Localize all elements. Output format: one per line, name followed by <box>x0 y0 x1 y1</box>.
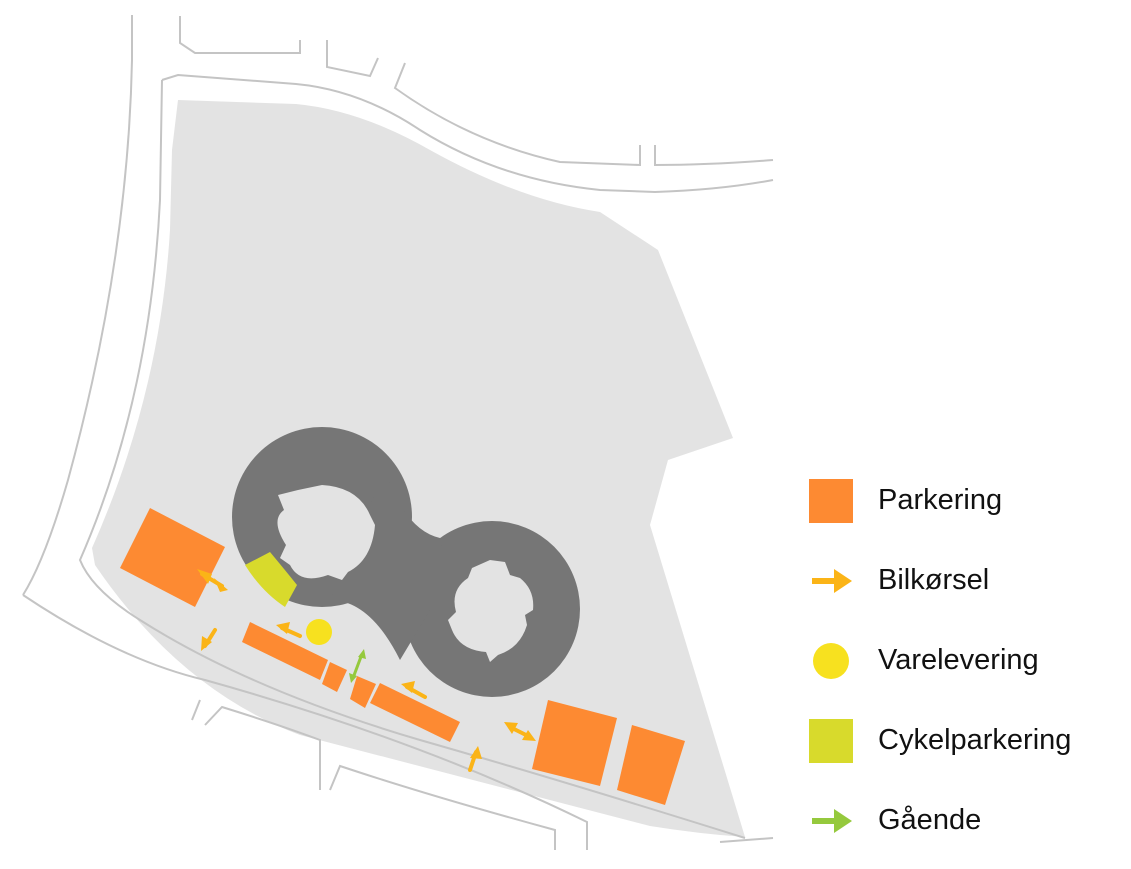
arrow-head <box>276 622 290 634</box>
parking-square-icon <box>808 478 854 524</box>
legend-label: Varelevering <box>878 644 1039 676</box>
courtyard-west <box>277 485 375 580</box>
arrow-head <box>214 578 228 592</box>
parking-area <box>242 622 328 680</box>
bike-parking-area <box>245 552 297 607</box>
legend-item-pedestrian: Gående <box>808 798 1118 844</box>
legend-item-car_traffic: Bilkørsel <box>808 558 1118 604</box>
legend-label: Parkering <box>878 484 1003 516</box>
legend-item-delivery: Varelevering <box>808 638 1118 684</box>
bike-parking-square-icon <box>808 718 854 764</box>
arrow-head <box>470 746 482 759</box>
arrow-head <box>401 681 415 693</box>
legend-item-parking: Parkering <box>808 478 1118 524</box>
arrow-head <box>197 569 212 584</box>
building-connector <box>330 470 452 660</box>
parking-area <box>120 508 225 607</box>
delivery-point <box>306 619 332 645</box>
arrow-head <box>201 636 212 651</box>
arrow-head <box>522 730 536 741</box>
parking-area <box>370 683 460 742</box>
car-arrow-icon <box>808 558 854 604</box>
site-area <box>92 100 745 837</box>
parking-area <box>322 662 347 692</box>
parking-areas <box>120 508 685 805</box>
delivery-circle-icon <box>808 638 854 684</box>
car-arrow-heads <box>197 569 536 759</box>
legend-label: Gående <box>878 804 982 836</box>
pedestrian-arrow-icon <box>808 798 854 844</box>
legend-item-bike_parking: Cykelparkering <box>808 718 1118 764</box>
courtyard-east <box>448 560 534 662</box>
parking-area <box>617 725 685 805</box>
road-outlines <box>22 15 774 850</box>
pedestrian-arrow-icon <box>349 649 366 683</box>
parking-area <box>350 676 376 708</box>
parking-area <box>532 700 617 786</box>
legend-label: Bilkørsel <box>878 564 990 596</box>
arrow-head <box>504 722 518 734</box>
legend-label: Cykelparkering <box>878 724 1072 756</box>
